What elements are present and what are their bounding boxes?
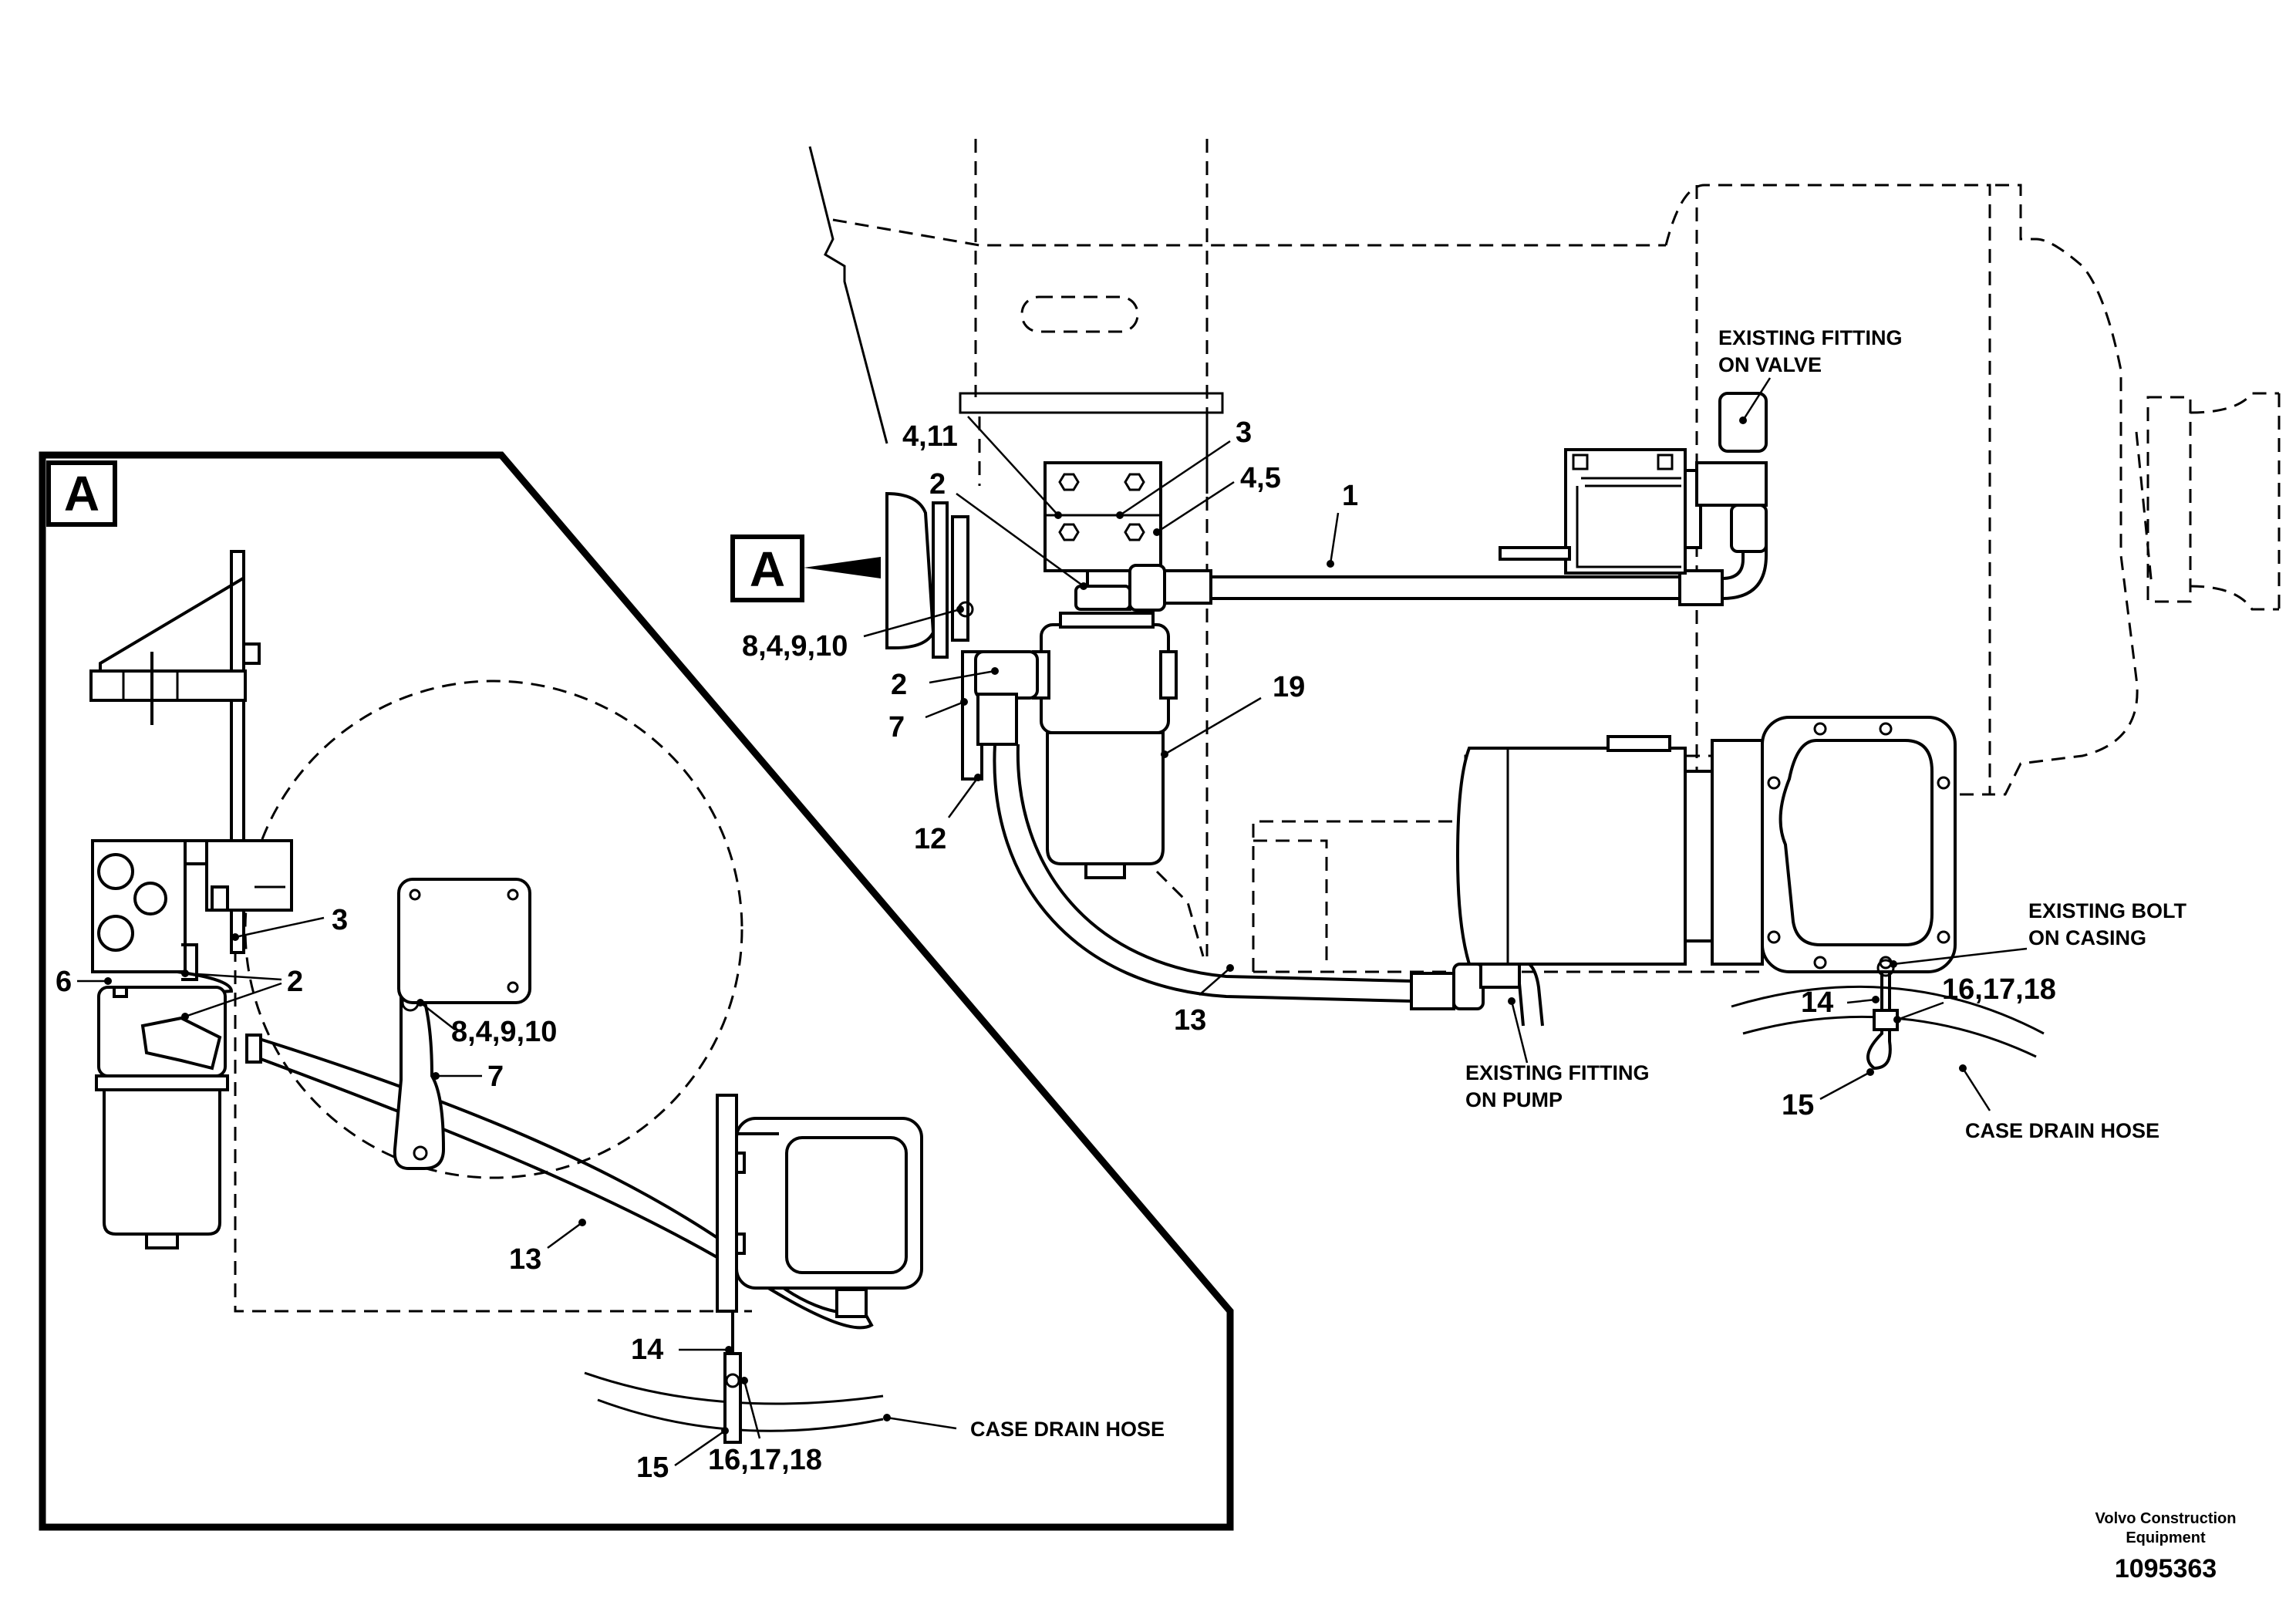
detail-bracket-7 bbox=[393, 986, 446, 1170]
detail-callout-8: 8,4,9,10 bbox=[451, 1016, 557, 1048]
pump-flange bbox=[1761, 716, 1957, 973]
callout-2a: 2 bbox=[929, 468, 946, 501]
valve-block bbox=[91, 839, 293, 981]
main-notes: EXISTING FITTING ON VALVE EXISTING BOLT … bbox=[1465, 326, 2187, 1142]
main-callouts: 4,11 3 4,5 2 1 8,4,9,10 2 19 7 12 13 bbox=[742, 416, 2056, 1121]
detail-view-a: A bbox=[39, 451, 1234, 1531]
detail-tag-box bbox=[46, 460, 117, 527]
footer-company-line1: Volvo Construction bbox=[2095, 1510, 2237, 1527]
detail-case-drain-hose-label: CASE DRAIN HOSE bbox=[970, 1418, 1165, 1441]
detail-callout-15: 15 bbox=[636, 1452, 669, 1484]
callout-4-11: 4,11 bbox=[902, 420, 958, 453]
view-marker-box bbox=[730, 534, 804, 602]
callout-2b: 2 bbox=[891, 669, 907, 701]
pump-motor bbox=[1455, 735, 1764, 966]
detail-callout-6: 6 bbox=[56, 966, 72, 998]
detail-callout-3: 3 bbox=[332, 904, 348, 936]
detail-tag: A bbox=[64, 466, 99, 521]
note-bolt-line2: ON CASING bbox=[2028, 926, 2146, 949]
bracket-3 bbox=[1043, 461, 1162, 572]
detail-filter bbox=[95, 986, 229, 1249]
case-drain-hose bbox=[1731, 985, 2045, 1035]
callout-1: 1 bbox=[1342, 480, 1358, 512]
footer: Volvo Construction Equipment 1095363 bbox=[2095, 1510, 2237, 1583]
valve-bracket bbox=[1499, 392, 1768, 575]
detail-callout-7: 7 bbox=[487, 1061, 504, 1093]
detail-callout-14: 14 bbox=[631, 1334, 663, 1366]
note-fitting-valve-line2: ON VALVE bbox=[1718, 353, 1822, 376]
view-marker-arrow bbox=[804, 557, 881, 578]
note-case-drain-hose: CASE DRAIN HOSE bbox=[1965, 1119, 2159, 1142]
view-marker: A bbox=[750, 541, 785, 597]
detail-callout-2: 2 bbox=[287, 966, 303, 998]
frame-member bbox=[808, 146, 888, 444]
callout-16-17-18: 16,17,18 bbox=[1942, 973, 2056, 1006]
filter-19 bbox=[1032, 569, 1178, 879]
callout-19: 19 bbox=[1273, 671, 1305, 703]
callout-3: 3 bbox=[1236, 416, 1252, 449]
transmission-outline bbox=[1664, 184, 2139, 796]
detail-square-plate bbox=[397, 878, 531, 1004]
detail-view-frame bbox=[39, 451, 1234, 1531]
callout-12: 12 bbox=[914, 823, 946, 855]
detail-dashed-circle bbox=[244, 679, 743, 1179]
detail-hose-ferrule bbox=[245, 1034, 262, 1064]
note-fitting-valve-line1: EXISTING FITTING bbox=[1718, 326, 1903, 349]
detail-dashed-outline bbox=[234, 926, 752, 1313]
footer-company-line2: Equipment bbox=[2126, 1529, 2206, 1546]
note-bolt-line1: EXISTING BOLT bbox=[2028, 899, 2187, 922]
callout-4-5: 4,5 bbox=[1240, 462, 1281, 494]
mounting-bracket bbox=[89, 550, 261, 954]
callout-14: 14 bbox=[1801, 986, 1833, 1019]
note-pump-line2: ON PUMP bbox=[1465, 1088, 1563, 1111]
drawing-number: 1095363 bbox=[2115, 1554, 2217, 1583]
detail-callout-16-17-18: 16,17,18 bbox=[708, 1444, 822, 1476]
callout-13: 13 bbox=[1174, 1004, 1206, 1037]
detail-callouts: 3 2 6 8,4,9,10 7 13 14 15 16,17,18 CASE … bbox=[56, 904, 1165, 1484]
callout-15: 15 bbox=[1782, 1089, 1814, 1121]
hose-1 bbox=[1074, 540, 1768, 612]
note-pump-line1: EXISTING FITTING bbox=[1465, 1061, 1650, 1084]
callout-8-4-9-10: 8,4,9,10 bbox=[742, 630, 848, 663]
detail-pump bbox=[716, 1094, 923, 1318]
callout-7: 7 bbox=[888, 711, 905, 744]
detail-callout-13: 13 bbox=[509, 1243, 541, 1276]
